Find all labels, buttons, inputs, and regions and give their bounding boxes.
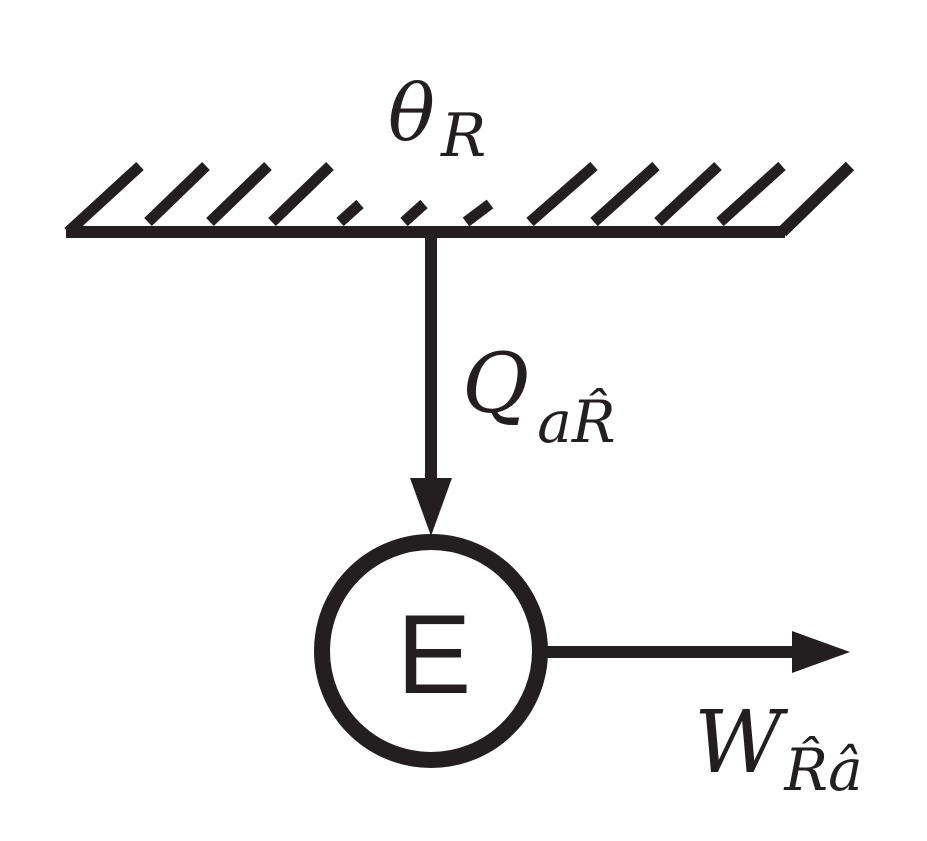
- reservoir-wall: [64, 161, 855, 238]
- heat-flow-arrowhead: [410, 478, 452, 536]
- heat-flow-arrow: [410, 234, 452, 536]
- reservoir-subscript: R: [440, 101, 486, 171]
- work-output-subscript-a: â: [828, 736, 863, 804]
- engine-label: E: [397, 592, 472, 717]
- engine: E: [314, 534, 548, 768]
- reservoir-symbol: θ: [388, 69, 435, 159]
- engine-circle: [314, 534, 548, 768]
- heat-flow-symbol: Q: [462, 337, 529, 432]
- work-output-symbol: W: [694, 693, 789, 793]
- work-output-subscript-R: R̂: [783, 735, 828, 804]
- work-output-arrowhead: [792, 631, 850, 673]
- work-output-label: WR̂â: [694, 693, 863, 804]
- heat-flow-subscript-a: a: [537, 388, 572, 456]
- work-output-arrow: [546, 631, 850, 673]
- heat-flow-subscript-hat: R̂: [571, 387, 616, 456]
- reservoir-hatching: [64, 161, 855, 237]
